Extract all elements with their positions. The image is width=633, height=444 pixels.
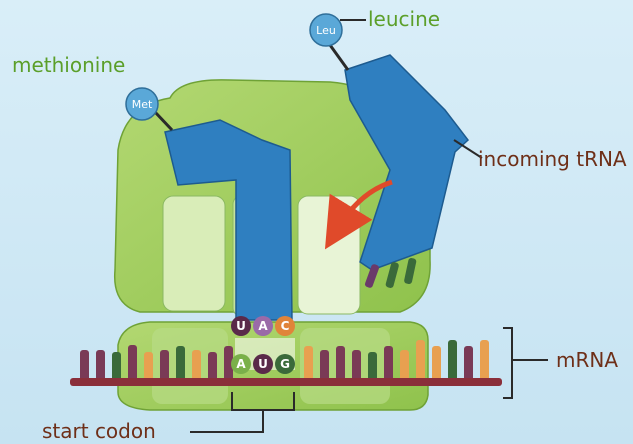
met-label: Met [132, 98, 153, 111]
methionine-label: methionine [12, 53, 125, 77]
codon-aug: A U G [231, 338, 295, 374]
incoming-trna-label: incoming tRNA [478, 147, 627, 171]
leu-label: Leu [316, 24, 336, 37]
mrna-label: mRNA [556, 348, 618, 372]
anticodon-uac: U A C [231, 316, 295, 336]
leucine-label: leucine [368, 7, 440, 31]
start-codon-label: start codon [42, 419, 156, 443]
ribosome-site-e [163, 196, 225, 311]
anticodon-base-2: A [258, 319, 268, 333]
anticodon-base-3: C [281, 319, 290, 333]
codon-base-2: U [258, 357, 268, 371]
codon-base-1: A [236, 357, 246, 371]
anticodon-base-1: U [236, 319, 246, 333]
codon-base-3: G [280, 357, 290, 371]
mrna-backbone [70, 378, 502, 386]
